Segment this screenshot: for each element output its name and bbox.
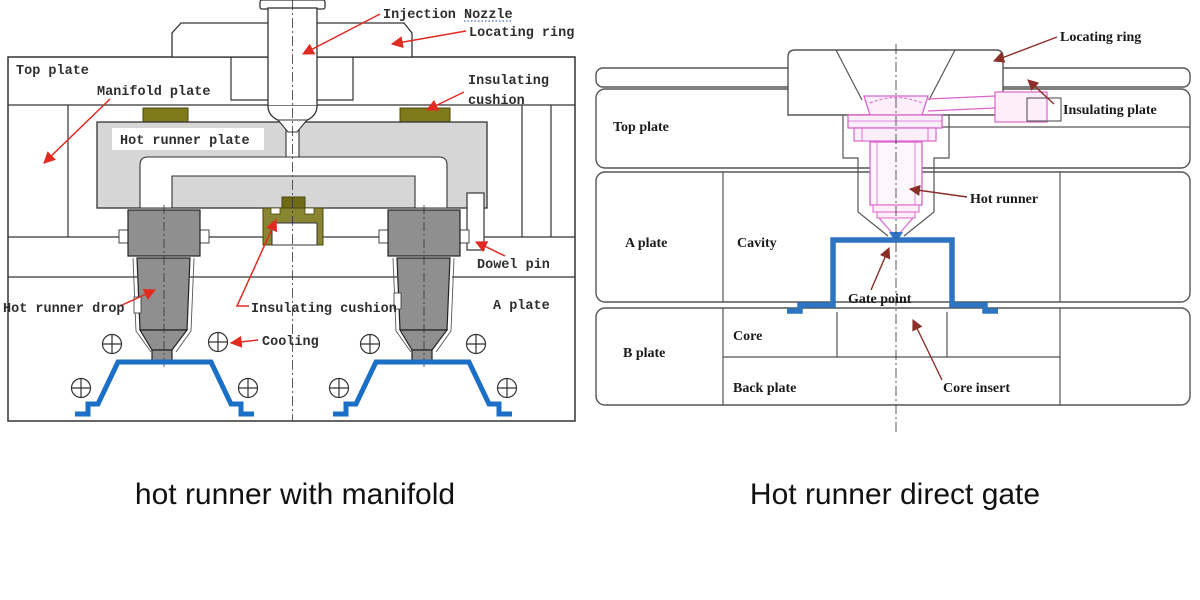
label-back-plate: Back plate bbox=[733, 381, 796, 396]
nozzle-pocket-outline bbox=[842, 115, 950, 237]
label-locating-ring: Locating ring bbox=[1060, 30, 1141, 45]
caption-hot-runner-direct-gate: Hot runner direct gate bbox=[749, 478, 1041, 511]
label-core: Core bbox=[733, 329, 762, 344]
caption-hot-runner-with-manifold: hot runner with manifold bbox=[134, 478, 456, 511]
hot-runner-direct-gate-diagram: Locating ring Insulating plate Top plate… bbox=[595, 30, 1191, 432]
label-hot-runner-plate: Hot runner plate bbox=[120, 134, 250, 149]
label-cooling: Cooling bbox=[262, 335, 319, 350]
hot-runner-manifold-diagram: Injection Nozzle Locating ring Top plate… bbox=[3, 0, 576, 422]
label-insulating-cushion-line1: Insulating bbox=[468, 74, 549, 89]
dowel-pin-shape bbox=[466, 192, 485, 251]
label-b-plate: B plate bbox=[623, 346, 665, 361]
molded-parts bbox=[75, 359, 512, 417]
insulating-cushion-blocks bbox=[142, 107, 451, 124]
label-cavity: Cavity bbox=[737, 236, 777, 251]
label-top-plate: Top plate bbox=[16, 64, 89, 79]
center-insulating-cushion bbox=[262, 196, 324, 246]
label-insulating-cushion-line2: cushion bbox=[468, 94, 525, 109]
label-insulating-plate: Insulating plate bbox=[1063, 103, 1157, 118]
label-manifold-plate: Manifold plate bbox=[97, 85, 210, 100]
label-gate-point: Gate point bbox=[848, 292, 912, 307]
label-insulating-cushion-center: Insulating cushion bbox=[251, 302, 397, 317]
label-a-plate: A plate bbox=[493, 299, 550, 314]
label-dowel-pin: Dowel pin bbox=[477, 258, 550, 273]
label-core-insert: Core insert bbox=[943, 381, 1010, 396]
molded-part bbox=[787, 237, 998, 314]
hot-runner-drop-left bbox=[118, 205, 210, 368]
plate-divider-lines bbox=[722, 126, 1190, 405]
label-a-plate: A plate bbox=[625, 236, 667, 251]
label-hot-runner-drop: Hot runner drop bbox=[3, 302, 125, 317]
label-hot-runner: Hot runner bbox=[970, 192, 1038, 207]
label-locating-ring: Locating ring bbox=[469, 26, 574, 41]
locating-ring-shape bbox=[787, 49, 1004, 116]
label-top-plate: Top plate bbox=[613, 120, 669, 135]
label-injection-nozzle: Injection Nozzle bbox=[383, 8, 513, 23]
leader-arrows bbox=[870, 36, 1058, 381]
hot-runner-drop-right bbox=[378, 205, 470, 368]
hot-runner-plate-label-bg bbox=[112, 128, 264, 150]
cooling-channel-symbols bbox=[70, 331, 518, 399]
leader-arrows bbox=[43, 13, 506, 348]
